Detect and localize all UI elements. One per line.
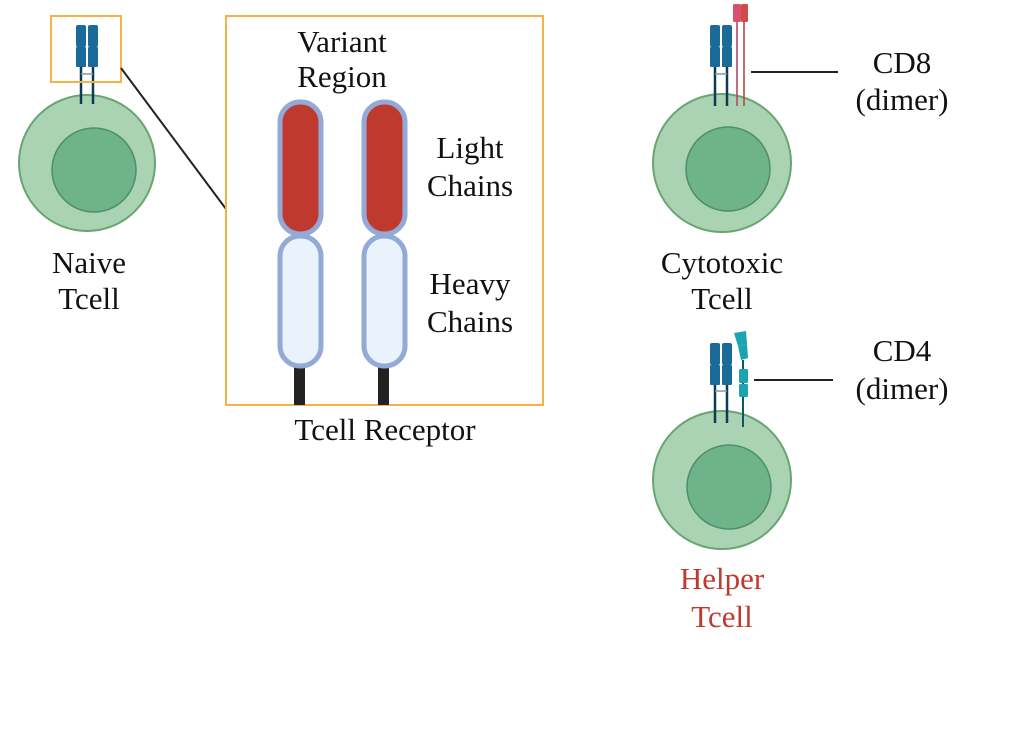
receptor-detail: Variant Region Light Chains Heavy Chains… [225, 15, 544, 447]
cd8-label-line2: (dimer) [856, 82, 949, 117]
cd8-dimer-icon [733, 4, 748, 106]
receptor-chain-left [277, 99, 324, 405]
helper-tcr-icon [710, 343, 732, 423]
zoom-callout-line [120, 67, 227, 210]
cytotoxic-label-line1: Cytotoxic [661, 245, 783, 280]
light-chain-right [361, 99, 408, 237]
cd8-label-line1: CD8 [873, 45, 932, 80]
helper-label-line2: Tcell [691, 599, 753, 634]
cytotoxic-tcr-icon [710, 25, 732, 106]
receptor-chain-right [361, 99, 408, 405]
heavy-chains-line1: Heavy [430, 266, 511, 301]
highlight-box [50, 15, 122, 83]
light-chains-line2: Chains [427, 168, 513, 203]
cd4-icon [734, 331, 748, 427]
variant-region-line1: Variant [297, 24, 387, 59]
light-chain-left [277, 99, 324, 237]
heavy-chain-left [277, 233, 324, 369]
naive-label-line1: Naive [52, 245, 126, 280]
helper-tcell: CD4 (dimer) Helper Tcell [652, 331, 949, 634]
naive-tcell: Naive Tcell [18, 15, 227, 316]
cytotoxic-label-line2: Tcell [691, 281, 753, 316]
receptor-caption: Tcell Receptor [294, 412, 476, 447]
cytotoxic-tcell: CD8 (dimer) Cytotoxic Tcell [652, 4, 949, 316]
helper-label-line1: Helper [680, 561, 765, 596]
cd4-label-line1: CD4 [873, 333, 932, 368]
cytotoxic-cell-nucleus [685, 126, 771, 212]
light-chains-line1: Light [436, 130, 504, 165]
anchor-stem-right [378, 364, 389, 405]
anchor-stem-left [294, 364, 305, 405]
cd4-label-line2: (dimer) [856, 371, 949, 406]
naive-label-line2: Tcell [58, 281, 120, 316]
naive-cell-nucleus [51, 127, 137, 213]
heavy-chain-right [361, 233, 408, 369]
variant-region-line2: Region [297, 59, 387, 94]
naive-tcr-icon [76, 25, 98, 104]
helper-cell-nucleus [686, 444, 772, 530]
heavy-chains-line2: Chains [427, 304, 513, 339]
